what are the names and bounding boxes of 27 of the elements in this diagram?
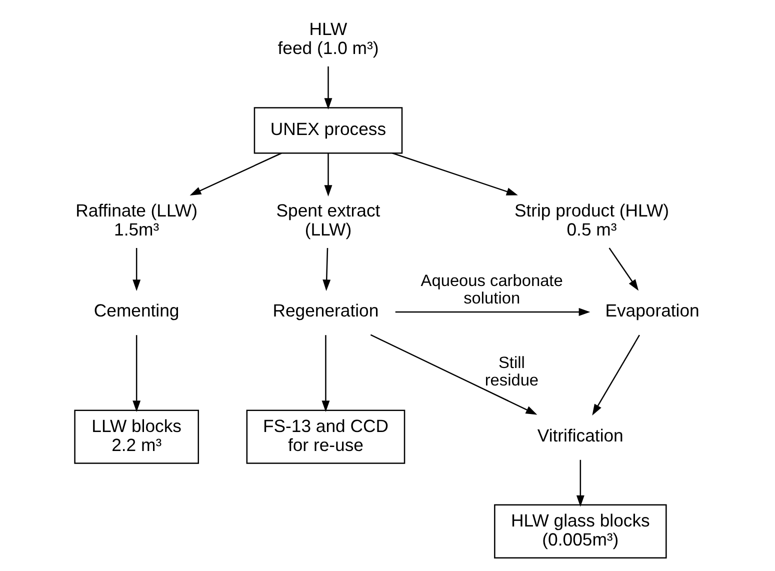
arrow (322, 248, 331, 292)
arrow (324, 66, 332, 110)
arrow (322, 335, 330, 412)
arrow (324, 153, 332, 197)
arrow (592, 334, 640, 416)
edge-label: Still residue (484, 354, 539, 390)
node-text: Evaporation (605, 300, 700, 321)
node-box: LLW blocks 2.2 m³ (74, 410, 199, 464)
arrow (132, 335, 141, 412)
arrow (190, 152, 282, 196)
edge-label: Aqueous carbonate solution (420, 272, 563, 308)
arrow (392, 152, 518, 196)
arrow (132, 248, 141, 292)
arrow (395, 308, 590, 316)
node-box: FS-13 and CCD for re-use (246, 410, 406, 464)
arrow (608, 248, 639, 291)
node-text: HLW feed (1.0 m³) (278, 18, 379, 58)
arrow (370, 334, 538, 415)
arrow (576, 460, 584, 507)
node-box: UNEX process (254, 107, 403, 154)
node-text: Vitrification (537, 425, 624, 446)
node-text: Strip product (HLW) 0.5 m³ (514, 200, 670, 240)
node-text: Spent extract (LLW) (276, 200, 380, 240)
node-text: Cementing (94, 300, 180, 321)
node-box: HLW glass blocks (0.005m³) (494, 504, 667, 558)
node-text: Raffinate (LLW) 1.5m³ (76, 200, 198, 240)
node-text: Regeneration (272, 300, 379, 321)
